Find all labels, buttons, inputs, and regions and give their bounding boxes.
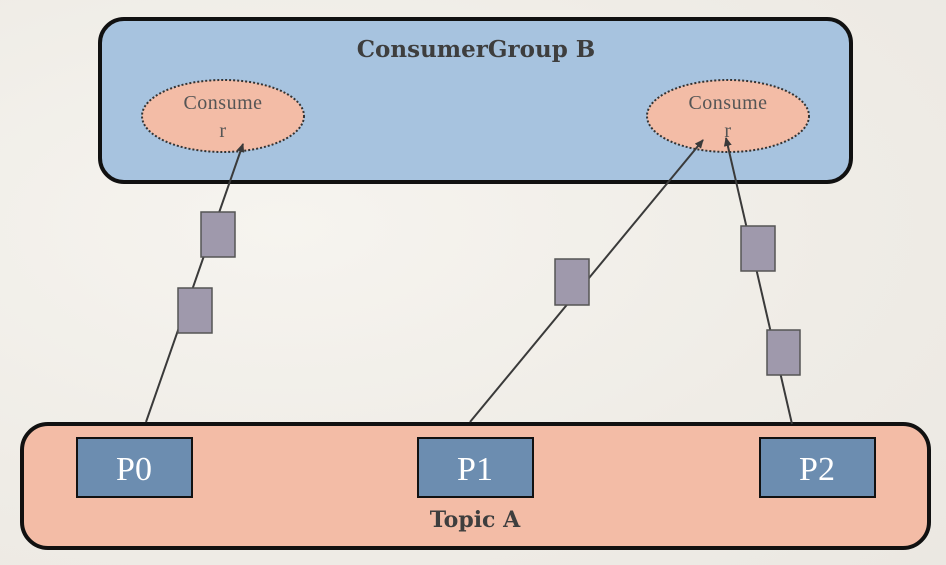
partition-p1: P1 — [417, 437, 534, 498]
partition-p2: P2 — [759, 437, 876, 498]
message-block-p2-lower — [766, 329, 801, 376]
message-block-p2-upper — [740, 225, 776, 272]
link-p2-consumer-2 — [723, 137, 793, 425]
consumer-group-title: ConsumerGroup B — [357, 36, 595, 63]
consumer-1-label-line2: r — [219, 120, 226, 142]
consumer-1-label-line1: Consume — [183, 92, 262, 114]
consumer-2-label-line1: Consume — [688, 92, 767, 114]
consumer-node-1: Consume r — [141, 79, 305, 153]
consumer-2-label-line2: r — [724, 120, 731, 142]
message-block-p1 — [554, 258, 590, 306]
message-block-p0-lower — [177, 287, 213, 334]
partition-p1-label: P1 — [457, 451, 493, 488]
partition-p0: P0 — [76, 437, 193, 498]
consumer-node-2: Consume r — [646, 79, 810, 153]
partition-p2-label: P2 — [799, 451, 835, 488]
partition-p0-label: P0 — [116, 451, 152, 488]
link-p0-consumer-1 — [145, 143, 245, 423]
topic-title: Topic A — [430, 507, 521, 533]
message-block-p0-upper — [200, 211, 236, 258]
consumer-group-box — [98, 17, 853, 184]
